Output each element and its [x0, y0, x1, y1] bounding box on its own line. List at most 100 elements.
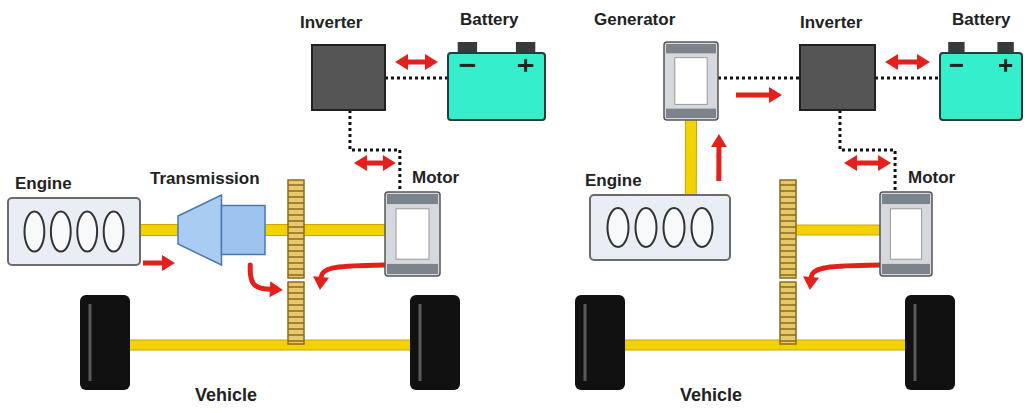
- component-label: Battery: [952, 10, 1011, 30]
- gear: [780, 282, 796, 344]
- connector: [140, 230, 178, 271]
- component-label: Motor: [412, 168, 459, 188]
- transmission-node: Transmission: [178, 195, 265, 265]
- power-flow-arrow: [854, 161, 881, 166]
- motor-housing: [385, 192, 440, 276]
- axle: [600, 340, 930, 350]
- battery-symbol: [940, 42, 1022, 120]
- arrowhead: [313, 276, 329, 290]
- motor-window: [890, 209, 921, 259]
- component-label: Motor: [908, 168, 955, 188]
- vehicle-symbol: [75, 290, 465, 410]
- motor-symbol: [385, 192, 440, 276]
- plus-symbol: [518, 59, 534, 71]
- transmission-cone: [178, 195, 222, 265]
- motor-end: [666, 109, 716, 118]
- power-flow-arrow: [811, 265, 880, 280]
- gear: [288, 282, 304, 344]
- power-flow-arrow: [321, 265, 385, 280]
- motor-end: [387, 264, 438, 274]
- inverter-symbol: [312, 45, 385, 110]
- component-label: Inverter: [300, 13, 362, 33]
- connector: [718, 78, 800, 103]
- gear: [288, 180, 304, 278]
- cylinder: [608, 208, 629, 247]
- motor-shaft: [795, 225, 880, 235]
- cylinder: [636, 208, 657, 247]
- component-label: Transmission: [150, 169, 260, 189]
- cylinder: [692, 208, 713, 247]
- motor-end: [387, 194, 438, 204]
- shaft-edge: [685, 120, 697, 195]
- wheel-highlight: [914, 304, 917, 381]
- shaft: [265, 225, 385, 235]
- battery-node: Battery: [940, 42, 1022, 120]
- motor-node: Generator: [664, 42, 718, 120]
- gear: [780, 180, 796, 278]
- power-flow-arrow: [895, 60, 920, 65]
- signal-wire: [385, 77, 448, 80]
- motor-window: [675, 58, 707, 105]
- connector: [350, 110, 400, 192]
- connector: [803, 265, 880, 290]
- connector: [265, 229, 385, 230]
- wheel: [410, 295, 460, 390]
- shaft-edge: [140, 224, 178, 236]
- wheel: [575, 295, 625, 390]
- arrowhead: [354, 155, 367, 171]
- connector: [250, 265, 283, 297]
- motor-housing: [664, 42, 718, 120]
- cylinder: [25, 211, 45, 251]
- signal-wire: [718, 76, 800, 79]
- battery-body: [448, 53, 545, 120]
- wheel: [905, 295, 955, 390]
- connector: [385, 54, 448, 78]
- transmission-symbol: [178, 195, 265, 265]
- signal-wire: [840, 110, 895, 192]
- power-flow-arrow: [736, 92, 772, 97]
- arrowhead: [162, 255, 175, 271]
- inverter-box: [800, 45, 875, 110]
- motor-symbol: [880, 192, 932, 276]
- engine-symbol: [590, 195, 730, 260]
- arrowhead: [803, 276, 819, 290]
- battery-node: Battery: [448, 42, 545, 120]
- wheel-highlight: [419, 304, 422, 381]
- minus-symbol: [950, 64, 963, 67]
- inverter-symbol: [800, 45, 875, 110]
- inverter-box: [312, 45, 385, 110]
- arrowhead: [269, 281, 282, 297]
- shaft: [140, 225, 178, 235]
- motor-end: [882, 194, 930, 204]
- power-flow-arrow: [250, 265, 273, 289]
- power-flow-arrow: [405, 60, 428, 65]
- engine-block: [8, 198, 140, 265]
- motor-window: [396, 209, 429, 259]
- wheel: [80, 295, 130, 390]
- plus-symbol: [999, 59, 1012, 71]
- cylinder: [77, 211, 97, 251]
- signal-wire: [875, 77, 940, 80]
- engine-node: Engine: [590, 195, 730, 260]
- component-label: Engine: [15, 174, 72, 194]
- transmission-case: [222, 206, 266, 255]
- connector: [691, 120, 727, 195]
- arrowhead: [917, 54, 930, 70]
- minus-symbol: [460, 64, 476, 67]
- arrowhead: [711, 134, 727, 147]
- engine-symbol: [8, 198, 140, 265]
- component-label: Generator: [594, 10, 675, 30]
- cylinder: [51, 211, 71, 251]
- arrowhead: [769, 87, 782, 103]
- connector: [840, 110, 895, 192]
- shaft: [686, 120, 696, 195]
- arrowhead: [395, 54, 408, 70]
- power-flow-arrow: [716, 144, 721, 181]
- cylinder: [104, 211, 124, 251]
- component-label: Battery: [460, 10, 519, 30]
- power-flow-arrow: [143, 261, 165, 266]
- engine-node: Engine: [8, 198, 140, 265]
- axle: [110, 340, 430, 350]
